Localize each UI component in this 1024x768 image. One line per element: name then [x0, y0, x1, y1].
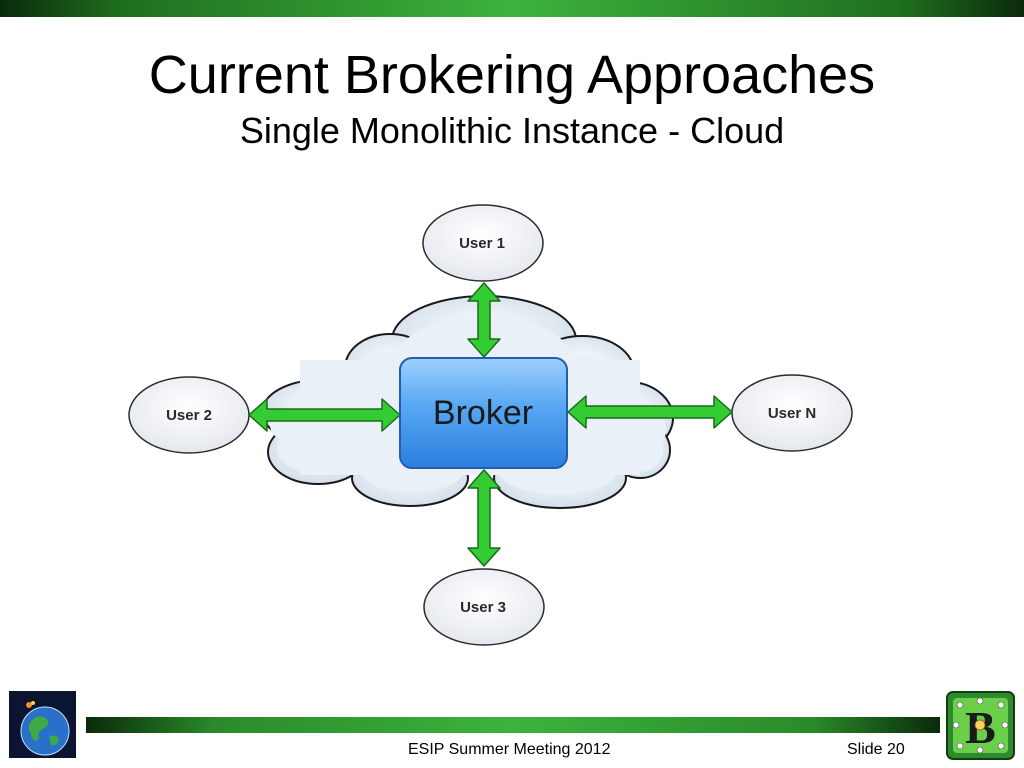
user-1-label: User 1 — [459, 235, 505, 252]
top-decorative-bar — [0, 0, 1024, 17]
slide-title: Current Brokering Approaches — [148, 45, 876, 105]
user-3-node — [423, 568, 545, 646]
user-1-node — [422, 204, 544, 282]
arrow-broker-usern — [567, 395, 733, 429]
slide-subtitle: Single Monolithic Instance - Cloud — [239, 110, 785, 151]
brokering-b-logo-icon: B — [946, 691, 1015, 760]
user-n-label: User N — [768, 405, 816, 422]
slide-number: Slide 20 — [847, 741, 905, 758]
arrow-broker-user3 — [467, 469, 501, 567]
user-3-label: User 3 — [460, 599, 506, 616]
user-2-label: User 2 — [166, 407, 212, 424]
earth-globe-icon — [9, 691, 76, 758]
footer-event-text: ESIP Summer Meeting 2012 — [408, 741, 611, 758]
broker-diagram: User 1 User 2 User N User 3 Broker — [128, 204, 853, 646]
footer-decorative-bar — [86, 717, 940, 733]
broker-label: Broker — [433, 394, 533, 432]
broker-box — [399, 357, 568, 469]
